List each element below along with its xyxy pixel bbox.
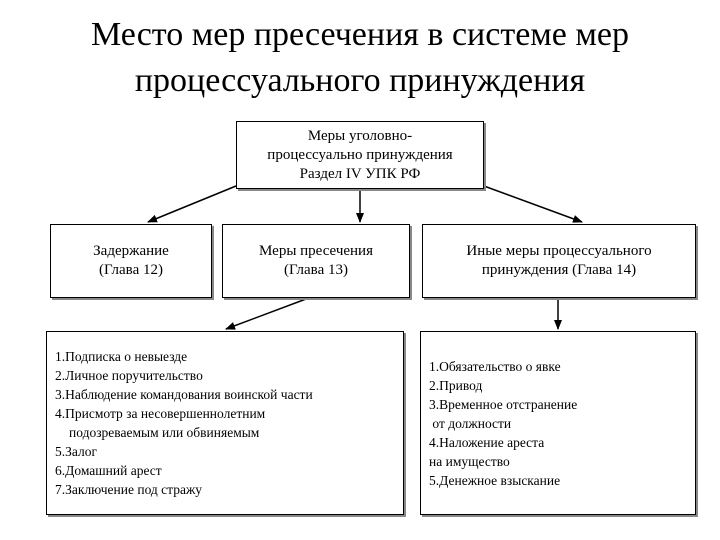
box-detention-line-2: (Глава 12) [99,262,163,278]
list-item: 2.Привод [429,377,483,393]
other-measures-list: 1.Обязательство о явке 2.Привод 3.Времен… [420,331,696,515]
diagram-title: Место мер пресечения в системе мер проце… [0,12,720,104]
list-item: 4.Наложение ареста [429,434,545,450]
root-line-1: Меры уголовно- [307,127,413,144]
box-preventive-line-1: Меры пресечения [259,243,373,259]
list-item: 3.Временное отстранение [429,396,578,412]
list-item: 4.Присмотр за несовершеннолетним [55,406,266,421]
box-other-line-2: принуждения (Глава 14) [481,262,637,278]
arrow-to-detention [147,185,237,223]
list-item: 7.Заключение под стражу [55,482,203,497]
preventive-measures-list: 1.Подписка о невыезде 2.Личное поручител… [46,331,404,515]
list-item: от должности [429,415,512,431]
box-other-line-1: Иные меры процессуального [466,243,652,259]
list-item: 1.Подписка о невыезде [55,349,188,364]
list-item: 5.Денежное взыскание [429,472,561,488]
box-preventive-line-2: (Глава 13) [284,262,348,278]
title-line-1: Место мер пресечения в системе мер [90,16,630,53]
box-detention: Задержание (Глава 12) [50,224,212,298]
list-item: 5.Залог [55,444,98,459]
box-other-measures: Иные меры процессуального принуждения (Г… [422,224,696,298]
arrow-to-other [483,185,583,223]
root-line-2: процессуально принуждения [267,146,453,163]
list-item: 6.Домашний арест [55,463,162,478]
list-item: 2.Личное поручительство [55,368,203,383]
list-item: подозреваемым или обвиняемым [69,425,260,440]
list-item: 3.Наблюдение командования воинской части [55,387,313,402]
list-item: 1.Обязательство о явке [429,358,561,374]
box-preventive-measures: Меры пресечения (Глава 13) [222,224,410,298]
title-line-2: процессуального принуждения [134,62,586,99]
box-detention-line-1: Задержание [93,243,169,259]
list-item: на имущество [429,453,510,469]
root-line-3: Раздел IV УПК РФ [299,165,421,182]
root-box-procedural-coercion: Меры уголовно- процессуально принуждения… [236,121,484,189]
arrow-to-preventive-list [225,298,307,330]
